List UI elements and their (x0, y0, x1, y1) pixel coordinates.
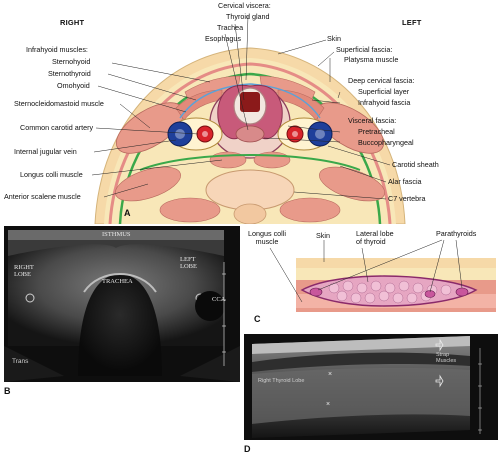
label-anterior-scalene: Anterior scalene muscle (4, 192, 81, 201)
label-c-longus-colli: Longus colli muscle (248, 229, 286, 246)
leader-lines-c (269, 239, 463, 303)
label-c7-vertebra: C7 vertebra (388, 194, 426, 203)
label-visceral-fascia: Visceral fascia: (348, 116, 397, 125)
label-left-lobe: LEFT LOBE (180, 256, 197, 270)
label-thyroid-gland: Thyroid gland (226, 12, 270, 21)
leader-lines-right (263, 39, 391, 200)
label-trachea-us: TRACHEA (102, 278, 133, 285)
label-right-lobe: RIGHT LOBE (14, 264, 34, 278)
internal-jugular-vein-right (167, 121, 193, 147)
shadow-right (180, 346, 240, 382)
vein-highlight-right (175, 129, 185, 139)
label-deep-cervical-fascia: Deep cervical fascia: (348, 76, 415, 85)
arrow-marker-top (435, 338, 444, 352)
spinal-canal (233, 203, 267, 224)
panel-d-longitudinal-ultrasound: × × Strap Muscles Right Thyroid Lobe (244, 334, 498, 440)
caliper-x-2: × (326, 401, 330, 408)
parathyroid-2 (424, 290, 436, 298)
label-c-skin: Skin (316, 231, 330, 240)
ultrasound-image-b (4, 230, 240, 382)
parathyroid-3 (455, 287, 469, 297)
cca-lumen (195, 291, 225, 321)
deep-muscle-left (279, 197, 341, 223)
shadow-left (4, 346, 64, 382)
esophagus (235, 125, 265, 143)
label-sternohyoid: Sternohyoid (52, 57, 91, 66)
depth-ticks (222, 273, 226, 353)
label-strap-muscles: Strap Muscles (436, 352, 457, 364)
artery-highlight-left (292, 131, 298, 137)
alar-fascia (139, 154, 361, 171)
label-infrahyoid-muscles: Infrahyoid muscles: (26, 45, 88, 54)
deep-fascia-superficial-layer (118, 72, 382, 224)
deep-muscle-right (159, 197, 221, 223)
label-infrahyoid-fascia: Infrahyoid fascia (358, 98, 411, 107)
ultrasound-image-d: × × (252, 336, 482, 438)
panel-d-letter: D (244, 444, 251, 454)
label-cervical-viscera: Cervical viscera: (218, 1, 271, 10)
thyroid-layer-illustration (269, 239, 496, 312)
thyroid-lobe-d (252, 367, 470, 424)
strap-muscle-band (252, 352, 470, 372)
label-trachea: Trachea (217, 23, 244, 32)
parathyroid-1 (309, 287, 323, 297)
longus-colli-band (296, 308, 496, 312)
fat-band (296, 268, 496, 280)
vein-highlight-left (315, 129, 325, 139)
label-c-parathyroids: Parathyroids (436, 229, 477, 238)
label-superficial-layer: Superficial layer (358, 87, 410, 96)
trachea-lumen (240, 92, 260, 112)
leader-lines-left (91, 15, 249, 198)
panel-b-letter: B (4, 386, 11, 396)
skin-band (296, 258, 496, 268)
tracheal-shadow (78, 274, 162, 376)
label-alar-fascia: Alar fascia (388, 177, 422, 186)
caliper-x-1: × (328, 371, 332, 378)
side-label-right: RIGHT (60, 18, 85, 27)
anterior-scalene-left (319, 166, 385, 202)
panel-c-letter: C (254, 314, 261, 324)
label-common-carotid-artery: Common carotid artery (20, 123, 94, 132)
label-pretracheal: Pretracheal (358, 127, 395, 136)
marker-right (25, 293, 35, 303)
label-omohyoid: Omohyoid (57, 81, 90, 90)
label-buccopharyngeal: Buccopharyngeal (358, 138, 414, 147)
side-label-left: LEFT (402, 18, 422, 27)
label-esophagus: Esophagus (205, 34, 241, 43)
internal-jugular-vein-left (307, 121, 333, 147)
panel-c-thyroid-diagram: Longus colli muscle Skin Lateral lobe of… (244, 228, 500, 332)
tracheal-ring (83, 273, 157, 293)
label-carotid-sheath: Carotid sheath (392, 160, 439, 169)
label-longus-colli: Longus colli muscle (20, 170, 83, 179)
label-skin: Skin (327, 34, 341, 43)
panel-a-letter: A (124, 208, 131, 218)
panel-b-transverse-ultrasound: ISTHMUS RIGHT LOBE LEFT LOBE TRACHEA CCA… (4, 226, 240, 382)
label-superficial-fascia: Superficial fascia: (336, 45, 393, 54)
label-c-lateral-lobe: Lateral lobe of thyroid (356, 229, 394, 246)
label-sternocleidomastoid: Sternocleidomastoid muscle (14, 99, 104, 108)
arrow-marker-bottom (435, 374, 444, 388)
artery-highlight-right (202, 131, 208, 137)
skin-echo (8, 230, 224, 240)
panel-a-neck-cross-section: RIGHT LEFT Cervical viscera: Thyroid gla… (0, 0, 500, 224)
label-right-thyroid-lobe: Right Thyroid Lobe (258, 378, 305, 384)
label-internal-jugular-vein: Internal jugular vein (14, 147, 77, 156)
label-sternothyroid: Sternothyroid (48, 69, 91, 78)
label-platysma: Platysma muscle (344, 55, 399, 64)
depth-ticks-d (478, 363, 482, 431)
thyroid-follicles (328, 280, 452, 304)
infrahyoid-fascia (179, 83, 321, 119)
neck-anatomy-illustration (91, 15, 406, 224)
label-trans: Trans (12, 358, 29, 365)
skin-echo-d (252, 336, 470, 354)
label-cca: CCA (212, 296, 226, 303)
label-isthmus: ISTHMUS (102, 231, 131, 238)
